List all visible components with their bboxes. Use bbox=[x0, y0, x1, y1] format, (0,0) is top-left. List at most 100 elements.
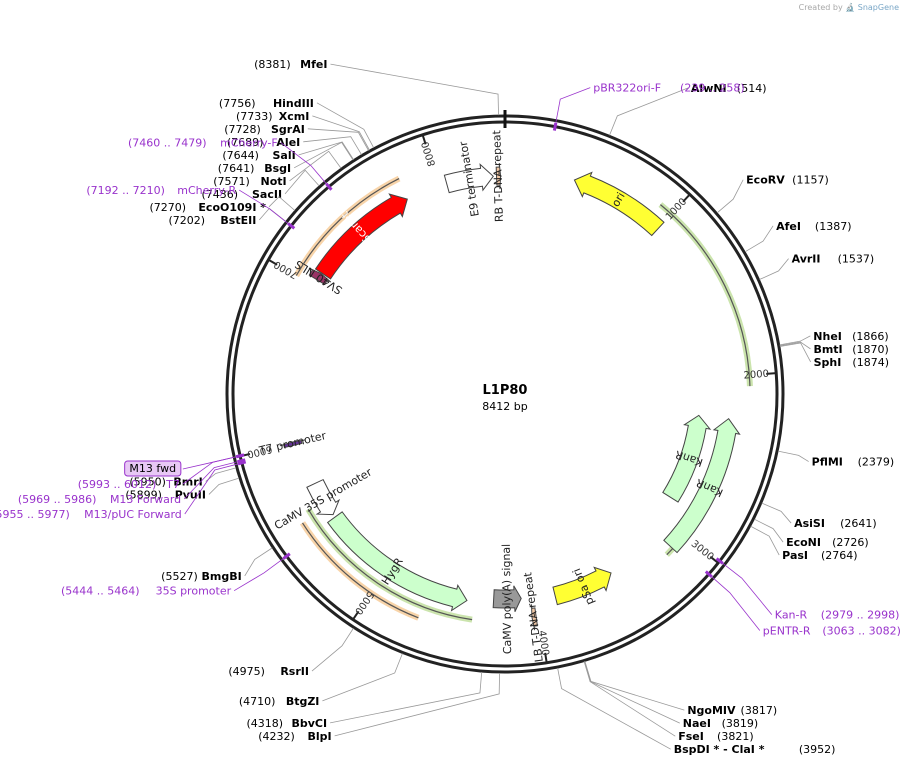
feature-range-line bbox=[660, 204, 751, 387]
primer-leader-line bbox=[711, 576, 761, 631]
primer-t7[interactable]: T7(5993 .. 6012) bbox=[78, 478, 180, 491]
site-position: (1387) bbox=[815, 220, 852, 233]
site-leader-line bbox=[311, 628, 354, 672]
site-leader-line bbox=[779, 341, 811, 350]
site-leader-line bbox=[754, 518, 784, 543]
site-sphi[interactable]: SphI(1874) bbox=[814, 356, 889, 369]
tick-mark bbox=[766, 372, 777, 375]
site-bbvci[interactable]: BbvCI(4318) bbox=[247, 717, 328, 730]
site-leader-line bbox=[307, 128, 369, 151]
primer-kan-r[interactable]: Kan-R(2979 .. 2998) bbox=[775, 609, 900, 622]
primer-mark bbox=[237, 460, 247, 466]
feature-e9-terminator[interactable] bbox=[443, 163, 494, 194]
site-bmri[interactable]: BmrI(5950) bbox=[129, 475, 202, 488]
tick-mark bbox=[421, 134, 427, 145]
site-position: (4232) bbox=[258, 730, 295, 743]
primer-m13-puc-forward[interactable]: M13/pUC Forward (5955 .. 5977) bbox=[0, 508, 182, 521]
site-hindiii[interactable]: HindIII(7756) bbox=[219, 97, 314, 110]
site-btgzi[interactable]: BtgZI(4710) bbox=[239, 695, 320, 708]
feature-camv-poly-a-signal[interactable] bbox=[492, 585, 522, 612]
site-position: (7270) bbox=[149, 201, 186, 214]
primer-range: (2979 .. 2998) bbox=[821, 609, 900, 622]
primer-pbr322ori-f[interactable]: pBR322ori-F(239 .. 258) bbox=[593, 82, 744, 95]
site-name: RsrII bbox=[280, 665, 309, 678]
primer-leader-line bbox=[184, 463, 239, 515]
site-noti[interactable]: NotI(7571) bbox=[213, 175, 286, 188]
site-sgrai[interactable]: SgrAI(7728) bbox=[224, 123, 305, 136]
site-name: XcmI bbox=[279, 110, 310, 123]
primer-range: (5955 .. 5977) bbox=[0, 508, 70, 521]
site-name: SphI bbox=[814, 356, 842, 369]
site-name: AsiSI bbox=[794, 517, 825, 530]
primer-mcherry-f[interactable]: mCherry-F(7460 .. 7479) bbox=[128, 137, 278, 150]
primer-box bbox=[124, 460, 182, 477]
primer-35s-promoter[interactable]: 35S promoter(5444 .. 5464) bbox=[61, 585, 232, 598]
site-leader-line bbox=[284, 169, 320, 195]
site-ecorv[interactable]: EcoRV(1157) bbox=[746, 174, 829, 187]
primer-label: mCherry-R bbox=[177, 184, 236, 197]
site-naei[interactable]: NaeI(3819) bbox=[683, 717, 758, 730]
feature-range-line bbox=[301, 522, 419, 619]
feature-mscarlet[interactable] bbox=[314, 193, 408, 280]
site-avrii[interactable]: AvrII(1537) bbox=[792, 253, 875, 266]
primer-leader-line bbox=[555, 87, 591, 123]
site-mfei[interactable]: MfeI(8381) bbox=[254, 58, 327, 71]
site-pasi[interactable]: PasI(2764) bbox=[782, 549, 857, 562]
site-name: AleI bbox=[276, 136, 300, 149]
site-bsgi[interactable]: BsgI(7641) bbox=[218, 162, 291, 175]
tick-label: 8000 bbox=[420, 140, 438, 168]
site-sali[interactable]: SalI(7644) bbox=[222, 149, 295, 162]
site-econi[interactable]: EcoNI(2726) bbox=[786, 536, 869, 549]
feature-sv40-nls[interactable] bbox=[308, 267, 332, 286]
site-name: EcoRV bbox=[746, 174, 785, 187]
site-name: NgoMIV bbox=[687, 704, 736, 717]
site-xcmi[interactable]: XcmI(7733) bbox=[236, 110, 309, 123]
primer-m13-fwd[interactable]: M13 fwd bbox=[124, 460, 182, 477]
feature-label: CaMV poly(A) signal bbox=[500, 544, 514, 655]
site-rsrii[interactable]: RsrII (4975) bbox=[228, 665, 309, 678]
primer-pentr-r[interactable]: pENTR-R(3063 .. 3082) bbox=[763, 625, 901, 638]
site-bsteii[interactable]: BstEII(7202) bbox=[169, 214, 257, 227]
feature-ori[interactable] bbox=[573, 171, 665, 237]
site-leader-line bbox=[316, 102, 375, 149]
site-nhei[interactable]: NheI(1866) bbox=[813, 330, 888, 343]
primer-mcherry-r[interactable]: mCherry-R(7192 .. 7210) bbox=[86, 184, 236, 197]
site-name: NheI bbox=[813, 330, 842, 343]
site-ngomiv[interactable]: NgoMIV(3817) bbox=[687, 704, 777, 717]
plasmid-size: 8412 bp bbox=[482, 400, 527, 413]
primer-m13-forward[interactable]: M13 Forward(5969 .. 5986) bbox=[18, 493, 181, 506]
primers: pBR322ori-F(239 .. 258) Kan-R(2979 .. 299… bbox=[0, 82, 901, 638]
feature-rb-t-dna-repeat[interactable] bbox=[495, 163, 502, 190]
feature-kanr[interactable] bbox=[662, 414, 712, 503]
site-bmti[interactable]: BmtI(1870) bbox=[813, 343, 888, 356]
primer-label: pBR322ori-F bbox=[593, 82, 661, 95]
site-position: (4975) bbox=[228, 665, 265, 678]
site-bspdi-clai[interactable]: BspDI * - ClaI *(3952) bbox=[674, 743, 836, 756]
primer-label: M13/pUC Forward bbox=[84, 508, 182, 521]
site-asisi[interactable]: AsiSI(2641) bbox=[794, 517, 877, 530]
tick-mark bbox=[709, 555, 719, 564]
feature-kanr[interactable] bbox=[663, 417, 741, 554]
feature-hygr[interactable] bbox=[326, 511, 468, 612]
primer-mark bbox=[287, 222, 296, 230]
site-name: BmrI bbox=[173, 475, 202, 488]
site-leader-line bbox=[583, 661, 676, 737]
site-blpi[interactable]: BlpI(4232) bbox=[258, 730, 331, 743]
site-leader-line bbox=[312, 115, 370, 151]
site-position: (7202) bbox=[169, 214, 206, 227]
site-alei[interactable]: AleI(7689) bbox=[227, 136, 300, 149]
site-alwni[interactable]: AlwNI(514) bbox=[691, 82, 767, 95]
feature-camv-35s-promoter[interactable] bbox=[306, 478, 341, 516]
site-leader-line bbox=[759, 258, 789, 280]
site-pflmi[interactable]: PflMI(2379) bbox=[812, 456, 895, 469]
feature-lb-t-dna-repeat[interactable] bbox=[530, 604, 538, 631]
feature-t7-promoter[interactable] bbox=[279, 439, 306, 449]
feature-psa-ori[interactable] bbox=[552, 566, 612, 606]
site-afei[interactable]: AfeI(1387) bbox=[776, 220, 851, 233]
site-position: (5527) bbox=[161, 570, 198, 583]
site-ecoo109i[interactable]: EcoO109I *(7270) bbox=[149, 201, 266, 214]
site-sacii[interactable]: SacII(7436) bbox=[201, 188, 282, 201]
site-pvuii[interactable]: PvuII(5899) bbox=[125, 488, 206, 501]
site-bmgbi[interactable]: BmgBI(5527) bbox=[161, 570, 242, 583]
site-fsei[interactable]: FseI(3821) bbox=[678, 730, 753, 743]
